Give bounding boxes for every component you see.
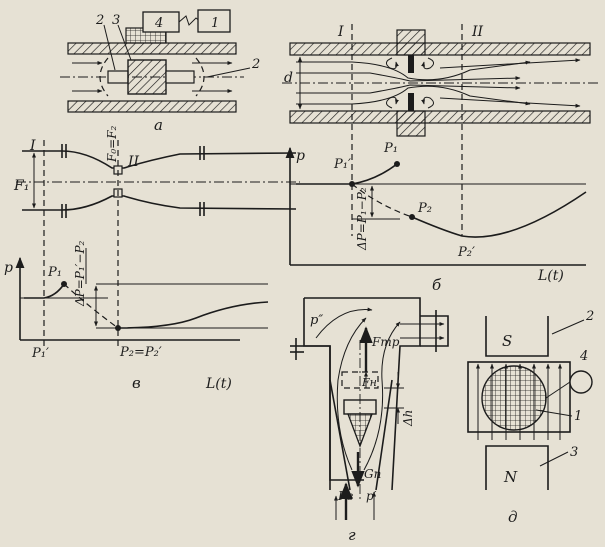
label-4: 4 xyxy=(154,16,163,31)
delta-p-label: ΔP=P₁−P₂ xyxy=(355,187,369,251)
p2-label: P₂ xyxy=(417,201,432,216)
area-1-label: F₁ xyxy=(13,178,29,194)
delta-h-label: Δh xyxy=(401,410,415,427)
secondary-device xyxy=(197,9,231,33)
hub-right xyxy=(165,70,195,84)
orifice-plate-top xyxy=(408,55,414,73)
p1-prime-label: P₁′ xyxy=(31,346,49,361)
label-3: 3 xyxy=(570,445,578,460)
caption-d: г xyxy=(348,526,356,544)
panel-b-orifice: d I II p L(t) P₁ P₁′ P₂ P₂′ ΔP=P₁−P₂ б xyxy=(282,24,600,294)
diameter-label: d xyxy=(284,70,293,86)
label-4: 4 xyxy=(579,349,588,364)
p-prime-label: p′ xyxy=(366,489,377,503)
turbine-rotor xyxy=(127,59,167,95)
f-tr-label: Fтр xyxy=(371,335,400,349)
pole-n-label: N xyxy=(503,468,518,486)
pole-s xyxy=(485,316,549,357)
panel-c-venturi: I II F₀=F₂ F₁ p L(t) P₁ P₁′ P₂=P₂′ ΔP=P₁… xyxy=(4,125,300,392)
section-1-label: I xyxy=(337,24,344,40)
caption-a: а xyxy=(154,116,163,134)
hub-left xyxy=(107,70,129,84)
pipe-wall-bottom xyxy=(67,100,237,113)
p2-eq-label: P₂=P₂′ xyxy=(119,345,162,360)
label-2: 2 xyxy=(585,309,594,324)
pipe-housing xyxy=(467,361,571,433)
label-1: 1 xyxy=(574,409,582,424)
caption-c: в xyxy=(132,374,141,392)
p1-prime-label: P₁′ xyxy=(333,157,351,172)
axis-x-label: L(t) xyxy=(537,268,564,284)
caption-b: б xyxy=(432,276,442,294)
flange-bottom xyxy=(396,110,426,137)
axis-x-label: L(t) xyxy=(205,376,232,392)
p1-label: P₁ xyxy=(383,141,398,156)
panel-d-rotameter: p″ Fтр Fн Δh Gп Fв p′ г xyxy=(290,297,449,544)
p1-label: P₁ xyxy=(47,265,62,280)
pipe-wall-bottom xyxy=(289,110,591,124)
p-double-prime-label: p″ xyxy=(310,313,323,328)
pipe-wall-top xyxy=(289,42,591,56)
label-2-left: 2 xyxy=(95,13,104,28)
orifice-plate-bottom xyxy=(408,93,414,111)
caption-e: д xyxy=(508,508,518,526)
axis-p-label: p xyxy=(4,260,13,276)
area-eq-label: F₀=F₂ xyxy=(105,125,119,163)
panel-e-electromagnetic: S N 2 4 1 3 д xyxy=(467,309,594,526)
g-p-label: Gп xyxy=(364,467,381,481)
label-3: 3 xyxy=(112,13,120,28)
f-b-label: Fв xyxy=(337,489,353,503)
float-upper-position xyxy=(341,371,379,389)
panel-a-turbine-flowmeter: 2 3 4 1 2 а xyxy=(60,9,260,134)
delta-p-label: ΔP=P₁′−P₂ xyxy=(73,240,87,307)
section-1-label: I xyxy=(29,138,36,154)
label-2-right: 2 xyxy=(251,57,260,72)
pole-n xyxy=(485,445,549,490)
flange-top xyxy=(396,29,426,56)
pipe-wall-top xyxy=(67,42,237,55)
label-1: 1 xyxy=(211,16,219,31)
f-n-label: Fн xyxy=(361,376,377,389)
section-2-label: II xyxy=(127,154,140,170)
section-2-label: II xyxy=(471,24,484,40)
electrode xyxy=(569,370,593,394)
p2-prime-label: P₂′ xyxy=(457,245,475,260)
pole-s-label: S xyxy=(502,332,512,350)
axis-p-label: p xyxy=(296,148,305,164)
